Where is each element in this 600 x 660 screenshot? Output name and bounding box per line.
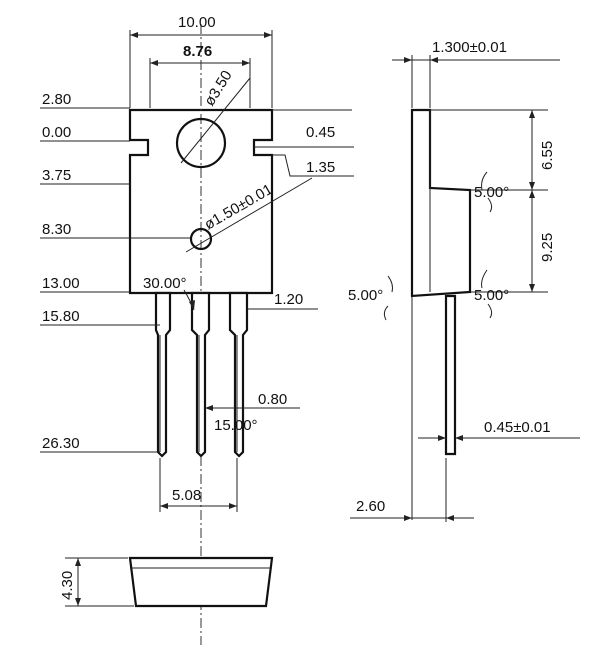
lead-angle-label: 30.00° — [143, 275, 187, 292]
leads — [154, 291, 249, 458]
dim-15-80: 15.80 — [42, 308, 80, 325]
draft-angle-left-label: 5.00° — [348, 287, 383, 304]
front-view: 10.00 8.76 ø3.50 ø1.50±0.01 2.80 0.00 3.… — [40, 14, 354, 645]
hole-large-dia-label: ø3.50 — [201, 68, 236, 110]
mounting-hole-small — [189, 227, 213, 251]
draft-angle-right-label: 5.00° — [474, 287, 509, 304]
tab-thickness-label: 1.300±0.01 — [432, 39, 507, 56]
lead-taper-label: 15.00° — [214, 417, 258, 434]
bottom-view: 4.30 — [59, 556, 274, 608]
upper-height-label: 6.55 — [539, 141, 556, 170]
lead-width-label: 0.80 — [258, 391, 287, 408]
hole-spacing-label: 8.76 — [183, 43, 212, 60]
dim-2-80: 2.80 — [42, 91, 71, 108]
side-view: 1.300±0.01 6.55 9.25 5.00° 5.00° 5.00° 0… — [348, 39, 580, 522]
dim-8-30: 8.30 — [42, 221, 71, 238]
lower-height-label: 9.25 — [539, 233, 556, 262]
offset-label: 2.60 — [356, 498, 385, 515]
dim-0-00: 0.00 — [42, 124, 71, 141]
draft-angle-upper-label: 5.00° — [474, 184, 509, 201]
overall-width-label: 10.00 — [178, 14, 216, 31]
notch-label: 0.45 — [306, 124, 335, 141]
lead-1 — [154, 291, 172, 458]
lead-2 — [190, 291, 211, 458]
mounting-hole-large — [175, 117, 227, 169]
bottom-body — [128, 556, 274, 608]
lead-pitch-label: 5.08 — [172, 487, 201, 504]
lead-3 — [228, 291, 249, 458]
lead-shoulder-label: 1.20 — [274, 291, 303, 308]
lead-thickness-label: 0.45±0.01 — [484, 419, 551, 436]
notch-depth-label: 1.35 — [306, 159, 335, 176]
package-body — [128, 108, 274, 295]
dim-13-00: 13.00 — [42, 275, 80, 292]
side-lead — [444, 294, 457, 456]
bottom-height-label: 4.30 — [59, 571, 76, 600]
dim-26-30: 26.30 — [42, 435, 80, 452]
dim-3-75: 3.75 — [42, 167, 71, 184]
side-body — [410, 108, 472, 298]
